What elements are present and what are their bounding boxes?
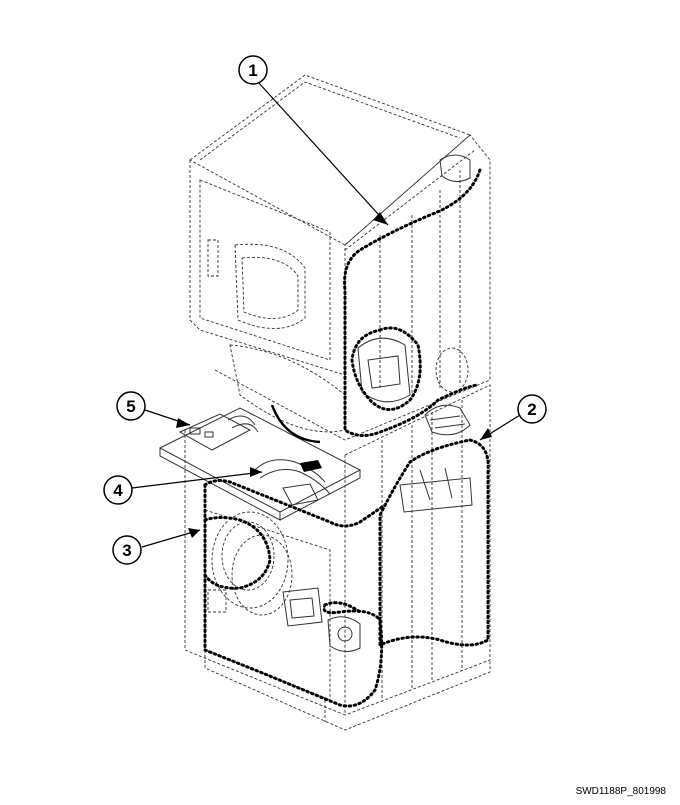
wiring-harness-routes [203, 168, 490, 708]
callout-4-label: 4 [113, 481, 123, 500]
callout-3-label: 3 [122, 541, 131, 560]
callout-1: 1 [238, 55, 268, 85]
callout-2: 2 [517, 394, 547, 424]
leader-lines [131, 81, 521, 548]
dryer-cabinet [189, 74, 491, 441]
figure-code: SWD1188P_801998 [575, 786, 666, 797]
washer-cabinet [184, 384, 491, 731]
callout-2-label: 2 [527, 400, 536, 419]
callout-4: 4 [103, 475, 133, 505]
callout-5: 5 [116, 391, 146, 421]
control-tray [158, 404, 471, 521]
callout-1-label: 1 [248, 61, 257, 80]
callout-5-label: 5 [126, 397, 135, 416]
callout-3: 3 [112, 535, 142, 565]
